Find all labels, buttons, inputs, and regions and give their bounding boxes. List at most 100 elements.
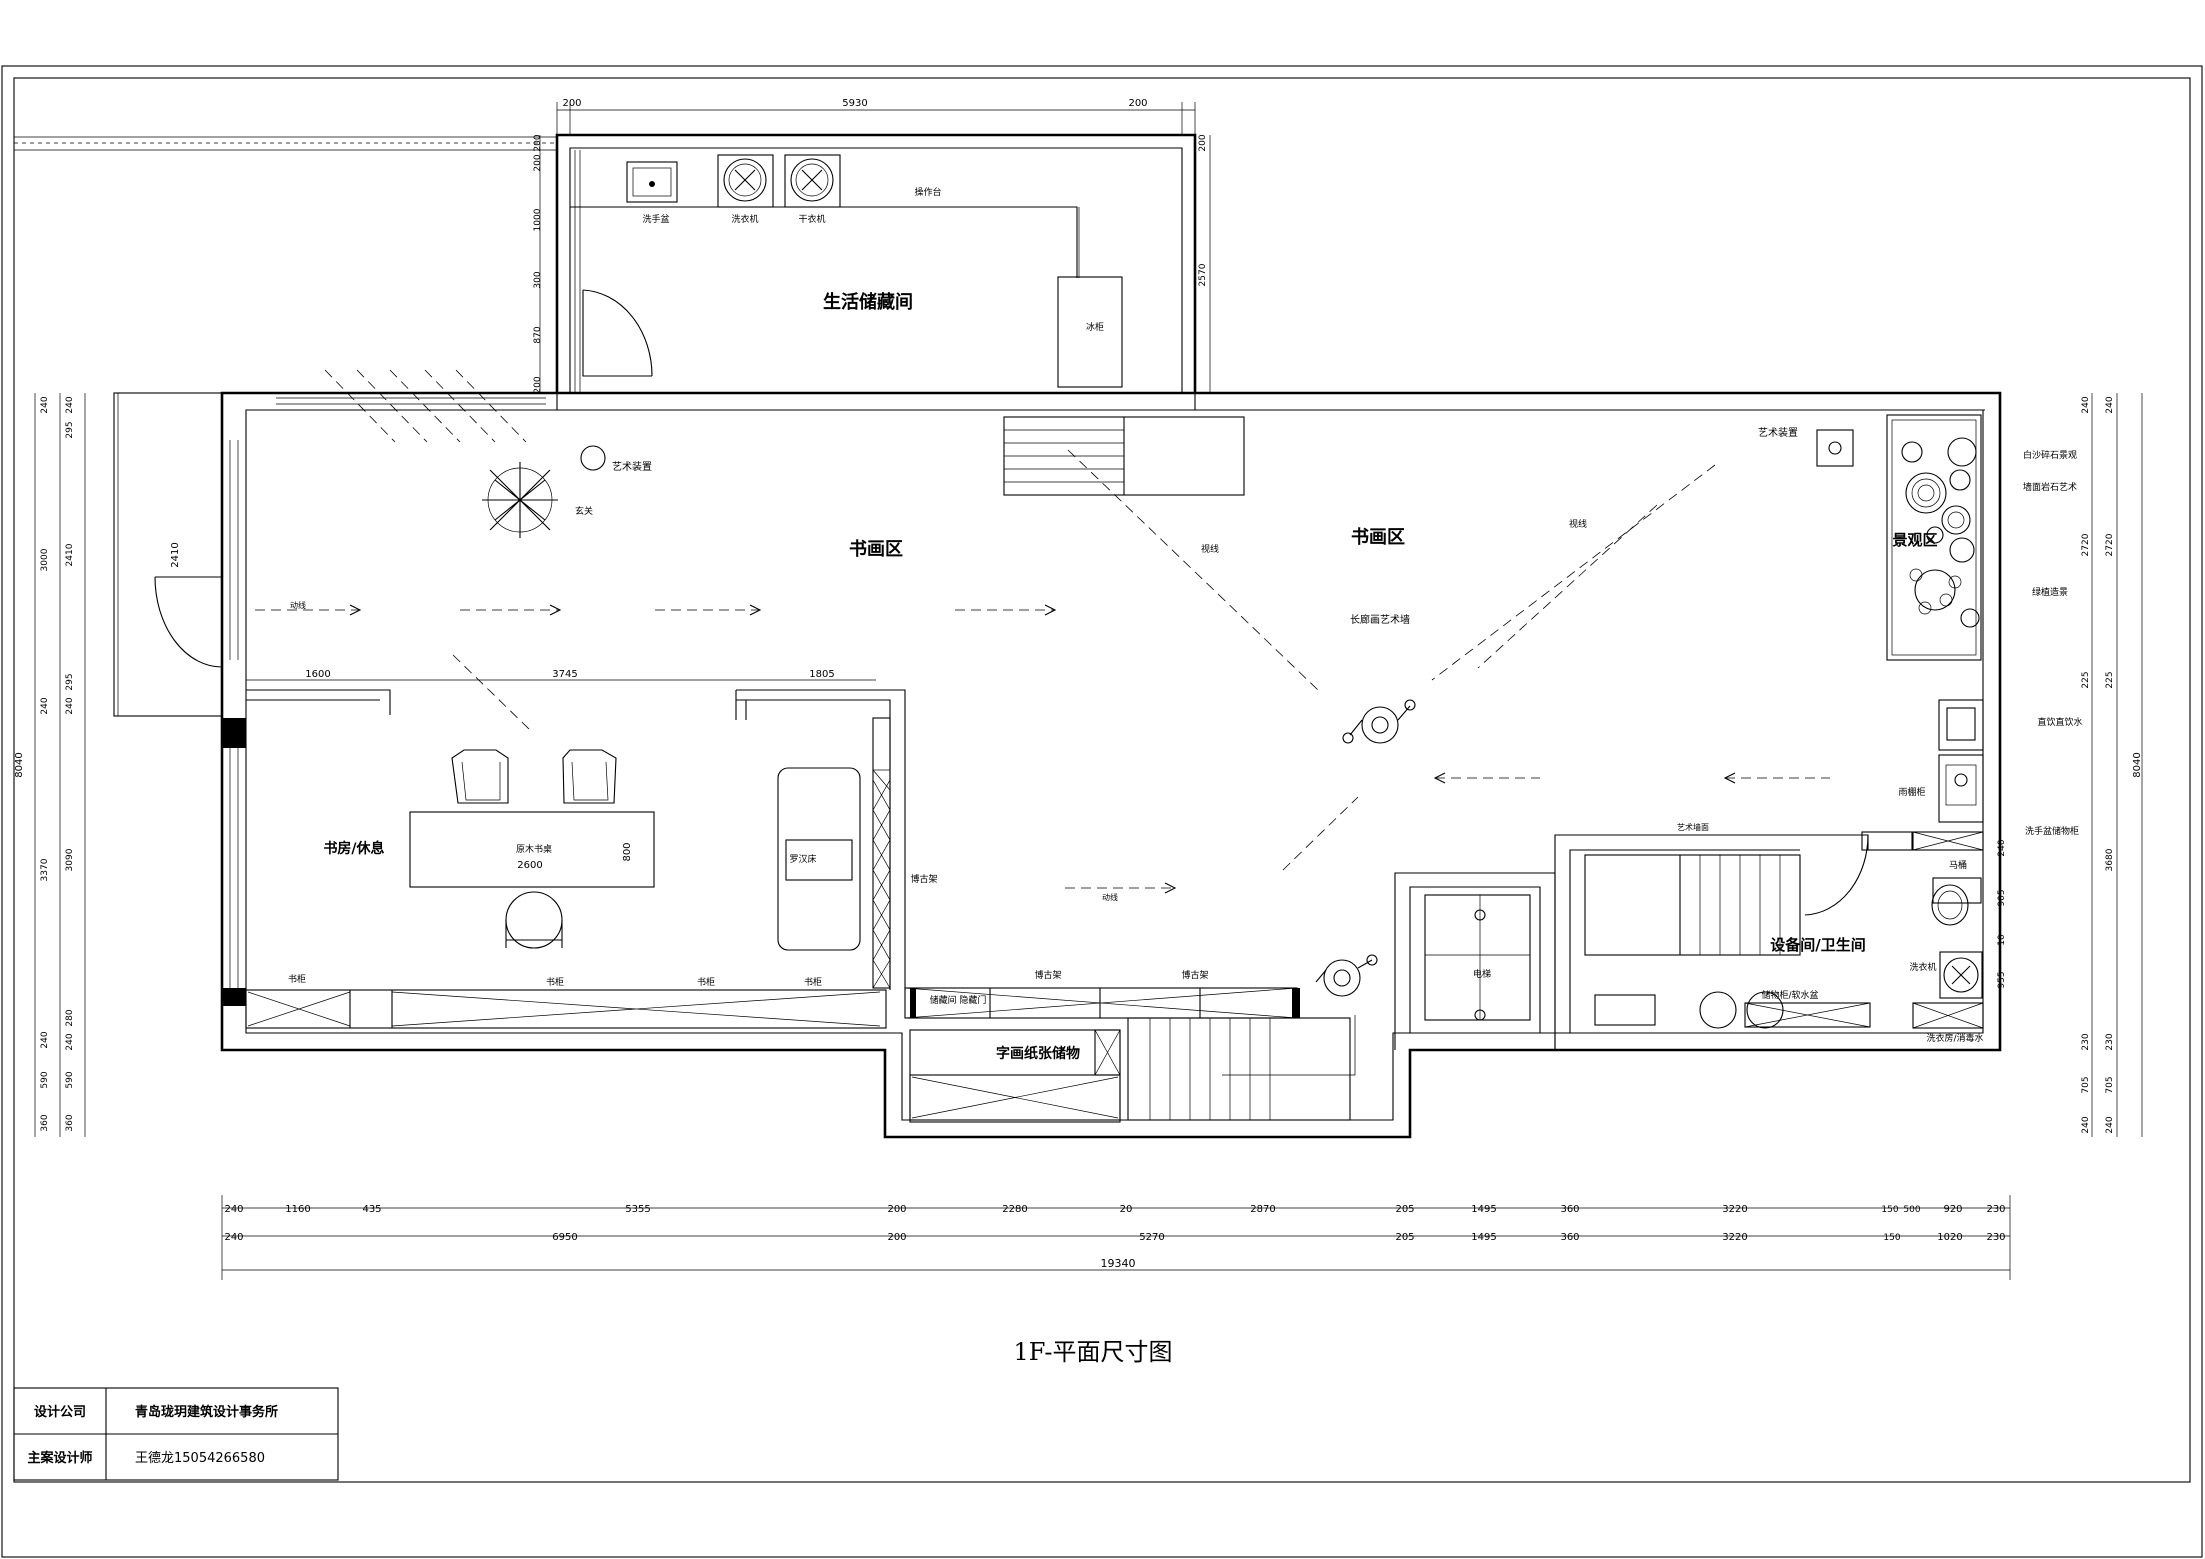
dim-top-1: 200: [562, 98, 581, 109]
elevator: [1394, 872, 1556, 1050]
dim-lo-5: 240: [40, 1031, 50, 1048]
label-green-plants: 绿植造景: [2032, 586, 2068, 598]
label-laundry: 洗衣房/消毒水: [1926, 1032, 1983, 1044]
study-furniture: [409, 749, 861, 951]
dim-study-c: 1805: [809, 669, 834, 680]
title-block-designer-label: 主案设计师: [27, 1450, 92, 1466]
dim-top-2: 5930: [842, 98, 867, 109]
dim-sr-2: 2570: [1198, 263, 1208, 286]
label-basin-cabinet: 洗手盆储物柜: [2025, 825, 2079, 837]
label-motion-1: 动线: [290, 600, 306, 610]
label-counter: 操作台: [914, 186, 941, 198]
dim-b1-8: 2870: [1250, 1204, 1275, 1215]
dim-ro-5: 230: [2105, 1033, 2115, 1050]
dim-top-3: 200: [1128, 98, 1147, 109]
drawing-title: 1F-平面尺寸图: [1014, 1338, 1173, 1366]
dim-ro-1: 240: [2105, 396, 2115, 413]
room-label-archive-storage: 字画纸张储物: [996, 1045, 1080, 1062]
dim-ro-6: 705: [2105, 1076, 2115, 1093]
dim-b2-6: 1495: [1471, 1232, 1496, 1243]
room-labels: 生活储藏间 书画区 书画区 景观区 书房/休息 设备间/卫生间 字画纸张储物: [323, 291, 1937, 1062]
room-label-study: 书房/休息: [323, 840, 384, 857]
dim-b2-5: 205: [1395, 1232, 1414, 1243]
sheet-border-outer: [1, 65, 2203, 1558]
title-block-designer-name: 王德龙15054266580: [135, 1451, 265, 1466]
dim-sl-4: 300: [533, 271, 543, 288]
dim-li-2: 295: [65, 421, 75, 438]
dim-b1-3: 435: [362, 1204, 381, 1215]
dim-study-a: 1600: [305, 669, 330, 680]
label-wash-basin: 洗手盆: [642, 213, 669, 225]
dim-b2-10: 1020: [1937, 1232, 1962, 1243]
dim-b2-1: 240: [224, 1232, 243, 1243]
dim-sl-2: 200: [533, 154, 543, 171]
label-daybed: 罗汉床: [789, 853, 816, 865]
label-desk: 原木书桌: [516, 843, 552, 855]
label-bookcase-3: 书柜: [697, 976, 715, 988]
room-label-gallery-right: 书画区: [1351, 527, 1405, 548]
title-block: 设计公司 青岛珑玥建筑设计事务所 主案设计师 王德龙15054266580: [13, 1387, 339, 1481]
dim-b2-11: 230: [1986, 1232, 2005, 1243]
dim-b2-9: 150: [1883, 1233, 1900, 1243]
dim-lo-3: 240: [40, 697, 50, 714]
dim-right-total: 8040: [2132, 752, 2143, 777]
label-washer: 洗衣机: [731, 213, 758, 225]
label-white-sand: 白沙碎石景观: [2023, 449, 2077, 461]
study-walls: [245, 689, 906, 1029]
dim-b1-9: 205: [1395, 1204, 1414, 1215]
dim-lo-7: 360: [40, 1114, 50, 1131]
dim-li-5: 240: [65, 697, 75, 714]
dim-ri-4: 240: [1997, 839, 2007, 856]
label-wc-washer: 洗衣机: [1909, 961, 1936, 973]
dim-li-4: 295: [65, 673, 75, 690]
dim-sr-1: 200: [1198, 134, 1208, 151]
label-art-left: 艺术装置: [612, 460, 652, 473]
dim-b2-7: 360: [1560, 1232, 1579, 1243]
dim-sl-3: 1000: [533, 208, 543, 231]
dim-lo-6: 590: [40, 1071, 50, 1088]
dim-lo-2: 3000: [40, 548, 50, 571]
dim-b1-16: 230: [1986, 1204, 2005, 1215]
label-dryer: 干衣机: [798, 213, 825, 225]
dim-ro-4: 3680: [2105, 848, 2115, 871]
dim-sl-1: 200: [533, 134, 543, 151]
dim-b2-4: 5270: [1139, 1232, 1164, 1243]
dim-b1-14: 500: [1903, 1205, 1920, 1215]
dim-li-3: 2410: [65, 543, 75, 566]
sheet-border-inner: [13, 77, 2191, 1483]
dim-b1-15: 920: [1943, 1204, 1962, 1215]
dim-li-7: 280: [65, 1009, 75, 1026]
dim-sl-5: 870: [533, 326, 543, 343]
room-label-landscape: 景观区: [1892, 531, 1937, 549]
label-storage-cabinet: 储物柜/软水盆: [1761, 989, 1818, 1001]
label-bookcase-2: 书柜: [546, 976, 564, 988]
dim-b2-2: 6950: [552, 1232, 577, 1243]
label-entrance: 玄关: [575, 505, 593, 517]
dim-door: 2410: [170, 542, 181, 567]
dim-lo-4: 3370: [40, 858, 50, 881]
main-walls: [113, 391, 2002, 1139]
dim-sl-6: 200: [533, 376, 543, 393]
label-sightline-1: 视线: [1201, 543, 1219, 555]
dim-b1-1: 240: [224, 1204, 243, 1215]
fixture-labels: 洗手盆 洗衣机 干衣机 操作台 冰柜 艺术装置 艺术装置 长廊画艺术墙 罗汉床 …: [288, 186, 2083, 1044]
label-sightline-2: 视线: [1569, 518, 1587, 530]
dim-left-total: 8040: [14, 752, 25, 777]
dim-ri-9: 705: [2081, 1076, 2091, 1093]
dim-b1-5: 200: [887, 1204, 906, 1215]
dim-b1-12: 3220: [1722, 1204, 1747, 1215]
dim-ri-5: 905: [1997, 889, 2007, 906]
dim-b1-7: 20: [1120, 1204, 1133, 1215]
dim-ri-1: 240: [2081, 396, 2091, 413]
label-bookcase-4: 书柜: [804, 976, 822, 988]
dim-b1-2: 1160: [285, 1204, 310, 1215]
title-block-company-label: 设计公司: [34, 1404, 86, 1420]
dim-li-8: 240: [65, 1033, 75, 1050]
label-art-right: 艺术装置: [1758, 426, 1798, 439]
dim-b2-8: 3220: [1722, 1232, 1747, 1243]
dim-lo-1: 240: [40, 396, 50, 413]
dim-ro-3: 225: [2105, 671, 2115, 688]
dim-ri-8: 230: [2081, 1033, 2091, 1050]
dim-li-10: 360: [65, 1114, 75, 1131]
